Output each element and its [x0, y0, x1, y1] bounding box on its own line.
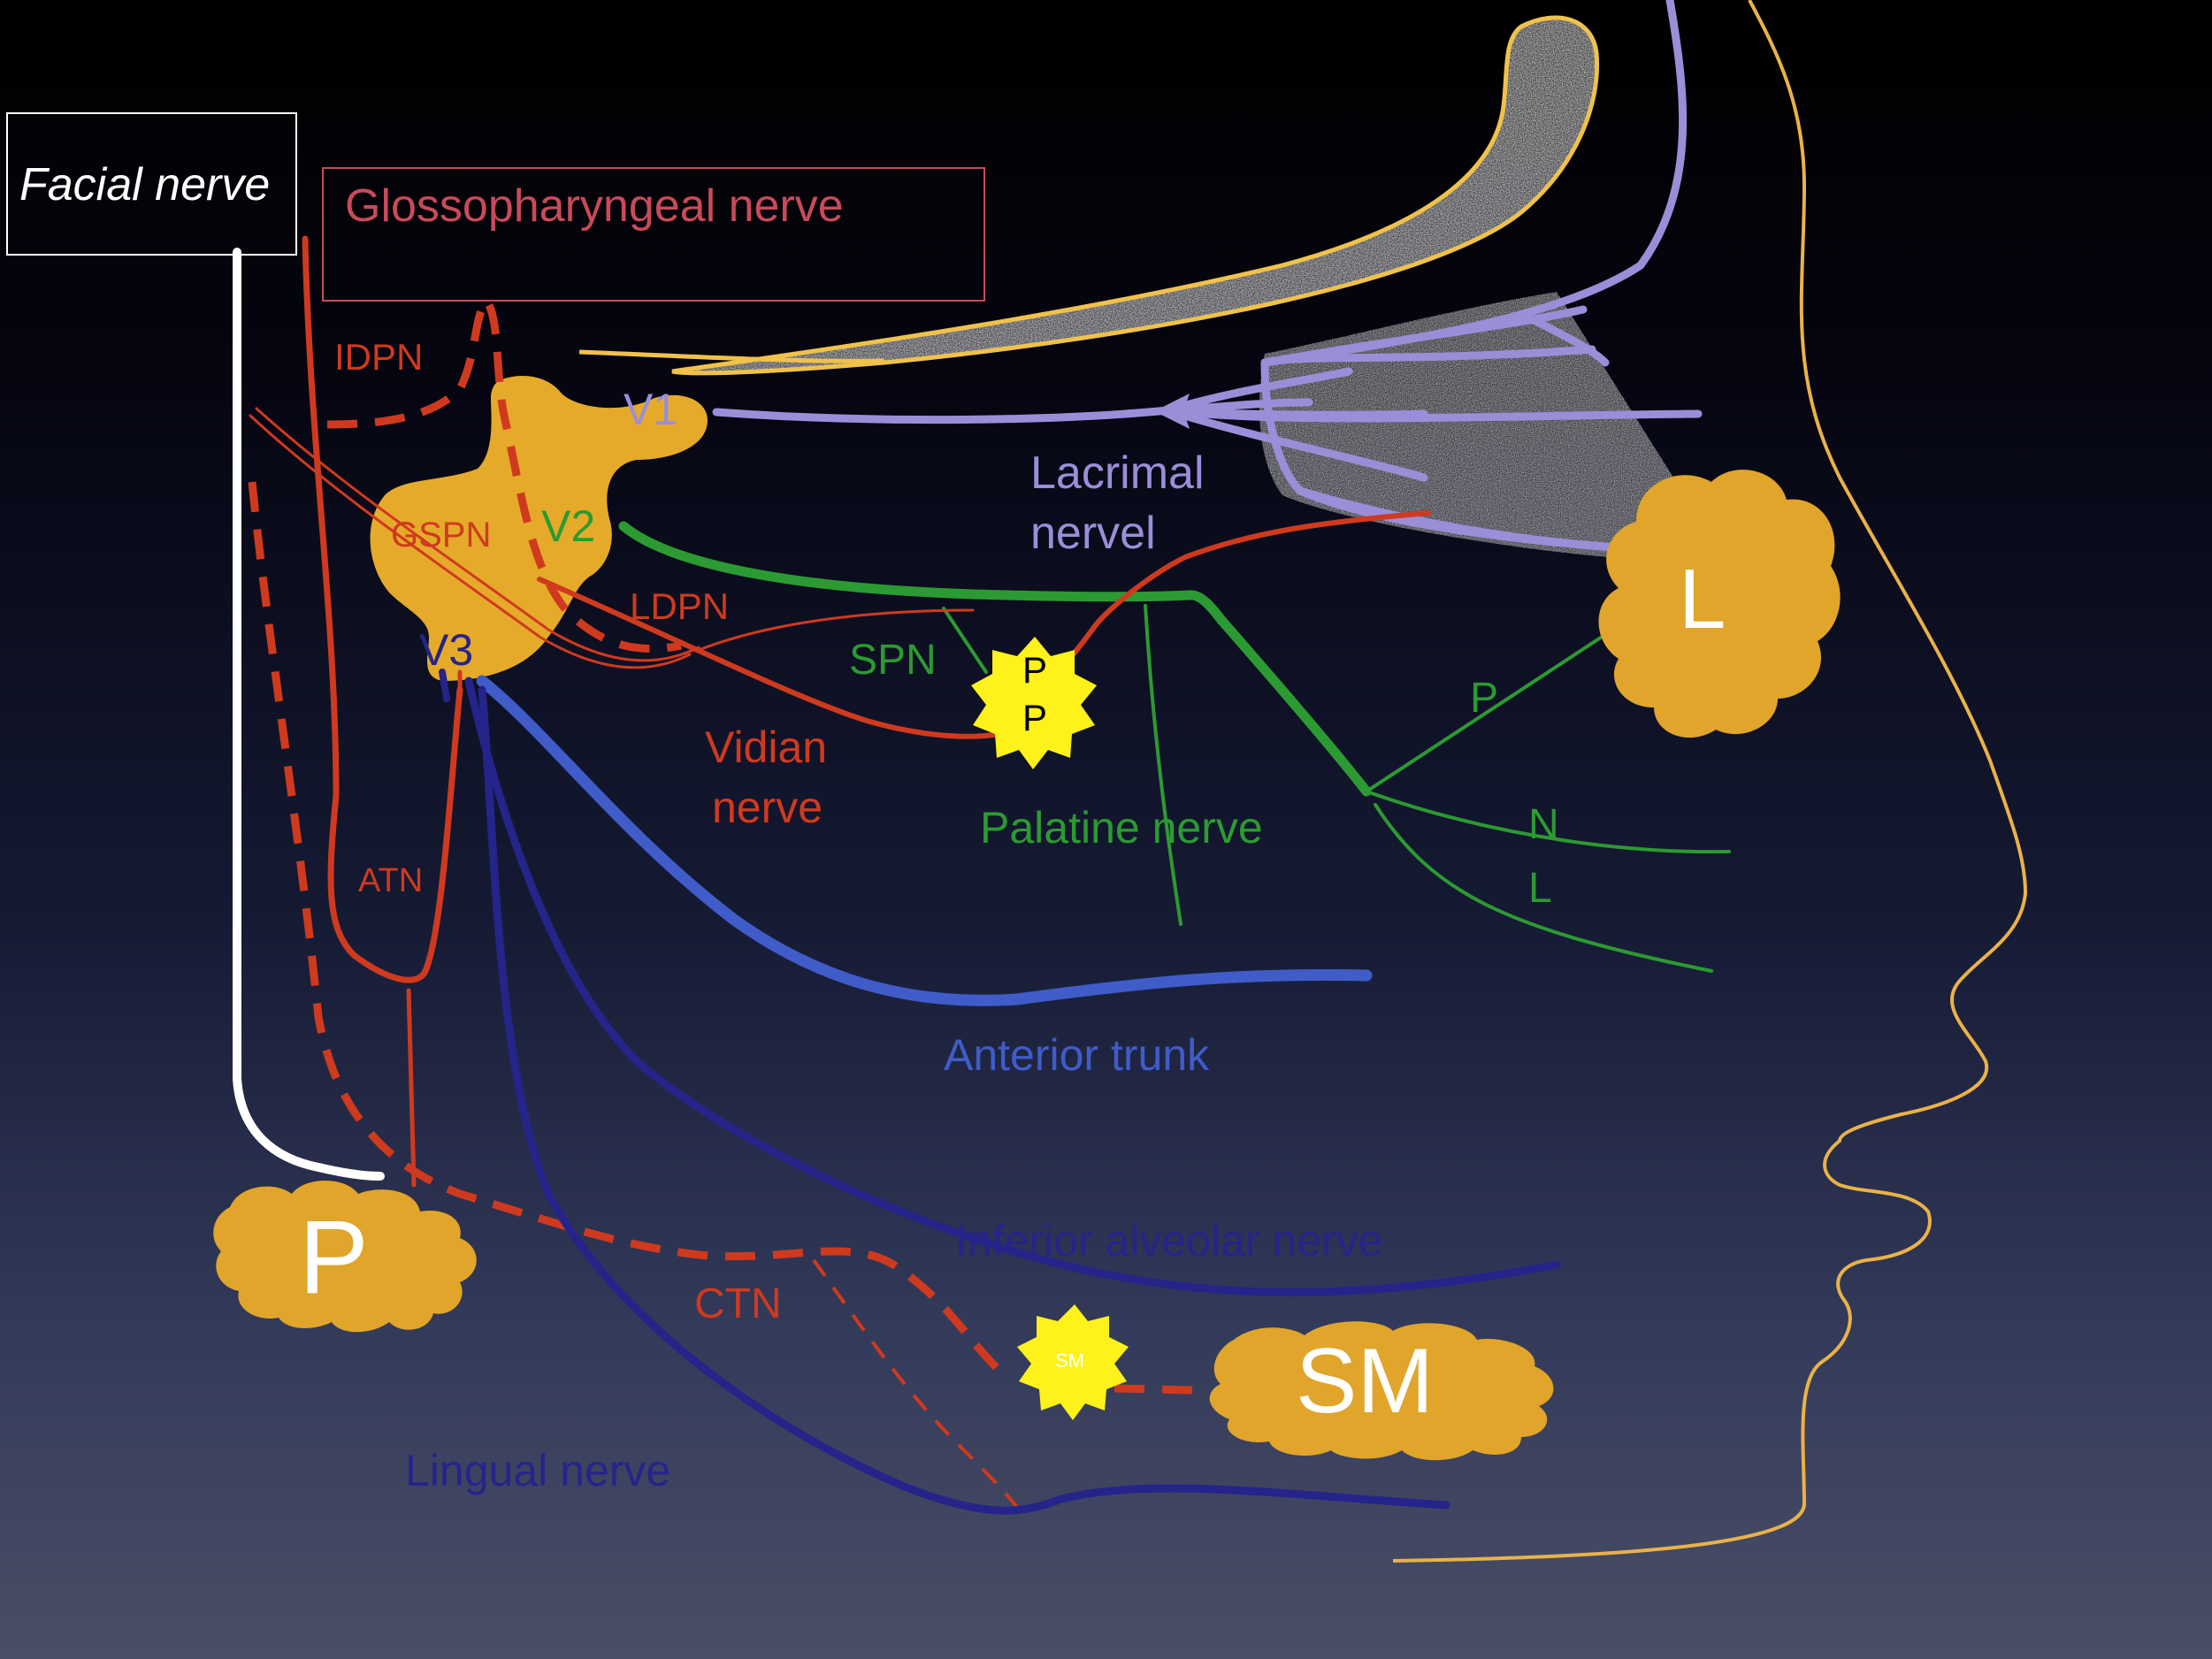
lacrimal-gland-label: L [1679, 552, 1726, 646]
branch-n-label: N [1528, 801, 1559, 848]
idpn-label: IDPN [334, 336, 423, 378]
lingual-nerve-path [478, 685, 1450, 1515]
palatine-nerve-label: Palatine nerve [980, 803, 1263, 852]
ldpn-label: LDPN [630, 585, 729, 627]
face-profile-outline [1392, 0, 2028, 1563]
pp-label-bottom: P [1022, 697, 1047, 738]
inferior-alveolar-nerve-label: Inferior alveolar nerve [955, 1216, 1383, 1265]
frontal-bone [672, 18, 1597, 373]
atn-label: ATN [358, 862, 423, 899]
v1-label: V1 [624, 385, 677, 434]
glossopharyngeal-nerve [249, 235, 1431, 1188]
lacrimal-arrowhead [1154, 394, 1190, 429]
lacrimal-nerve-label-1: Lacrimal [1030, 447, 1205, 499]
v2-label: V2 [541, 501, 595, 551]
v3-label: V3 [419, 625, 473, 675]
submandibular-gland-label: SM [1296, 1330, 1434, 1433]
submandibular-gland [1209, 1321, 1554, 1461]
cranial-base-line [578, 349, 885, 363]
parotid-gland [213, 1181, 477, 1333]
v1-lacrimal-nerve [712, 0, 1703, 553]
v3-mandibular-branches [439, 669, 1561, 1515]
glossopharyngeal-box [322, 167, 985, 302]
branch-p-label: P [1470, 675, 1498, 722]
lacrimal-nerve-label-2: nervel [1030, 508, 1156, 559]
facial-nerve-label: Facial nerve [19, 159, 270, 210]
submandibular-ganglion [1017, 1304, 1129, 1420]
lacrimal-gland [1598, 470, 1841, 738]
pp-label-top: P [1022, 649, 1047, 691]
glossopharyngeal-nerve-label: Glossopharyngeal nerve [345, 180, 844, 232]
facial-nerve-path [233, 248, 385, 1181]
glossopharyngeal-dashed-nerves [248, 294, 1195, 1395]
spn-label: SPN [849, 637, 937, 684]
anterior-trunk-nerve [476, 675, 1373, 1006]
sm-ganglion-label: SM [1055, 1349, 1084, 1372]
parotid-gland-label: P [299, 1199, 369, 1316]
gspn-label: GSPN [391, 516, 491, 554]
pterygopalatine-ganglion [971, 637, 1097, 769]
facial-nerve-box [6, 112, 297, 256]
v2-maxillary-nerve [618, 521, 1731, 973]
lingual-nerve-label: Lingual nerve [405, 1446, 670, 1495]
vidian-nerve-label-2: nerve [712, 783, 823, 832]
vidian-nerve-label-1: Vidian [705, 722, 827, 772]
frontal-bone-outline [671, 15, 1600, 376]
ctn-thin-dashed [812, 1258, 1019, 1510]
inferior-alveolar-path [464, 677, 1561, 1296]
trigeminal-ganglion [370, 376, 708, 681]
v3-short-branch [439, 669, 450, 702]
ctn-label: CTN [694, 1281, 782, 1327]
anterior-trunk-label: Anterior trunk [944, 1030, 1210, 1080]
branch-l-label: L [1528, 865, 1552, 912]
